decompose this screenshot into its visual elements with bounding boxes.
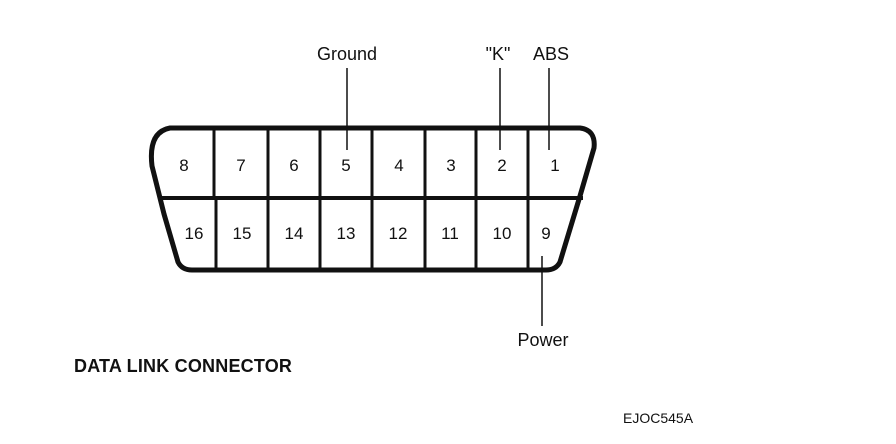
pin-label: 6 <box>289 156 298 175</box>
top-row-dividers <box>212 130 530 198</box>
abs-label: ABS <box>533 44 569 64</box>
pin-label: 16 <box>185 224 204 243</box>
power-label: Power <box>517 330 568 350</box>
top-row-pins: 8 7 6 5 4 3 2 1 <box>179 156 559 175</box>
figure-code: EJOC545A <box>623 410 694 426</box>
k-line-label: "K" <box>486 44 511 64</box>
bottom-row-dividers <box>214 198 530 268</box>
pin-label: 15 <box>233 224 252 243</box>
pin-label: 1 <box>550 156 559 175</box>
pin-label: 12 <box>389 224 408 243</box>
callout-leaders <box>346 68 550 326</box>
pin-label: 10 <box>493 224 512 243</box>
pin-label: 14 <box>285 224 304 243</box>
pin-label: 11 <box>441 224 459 243</box>
pin-label: 3 <box>446 156 455 175</box>
pin-label: 5 <box>341 156 350 175</box>
pin-label: 9 <box>541 224 550 243</box>
pin-label: 2 <box>497 156 506 175</box>
pin-label: 7 <box>236 156 245 175</box>
pin-label: 13 <box>337 224 356 243</box>
ground-label: Ground <box>317 44 377 64</box>
pin-label: 8 <box>179 156 188 175</box>
pin-label: 4 <box>394 156 403 175</box>
bottom-row-pins: 16 15 14 13 12 11 10 9 <box>185 224 551 243</box>
diagram-title: DATA LINK CONNECTOR <box>74 356 293 376</box>
